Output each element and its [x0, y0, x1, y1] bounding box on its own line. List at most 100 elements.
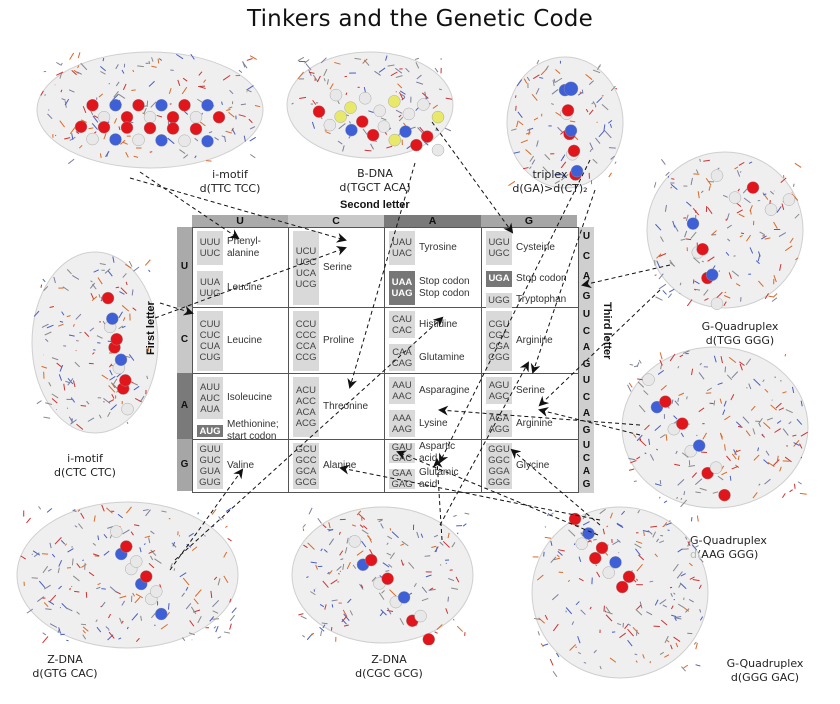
bond-stick: [725, 251, 730, 256]
bond-stick: [179, 149, 186, 154]
bond-stick: [755, 260, 760, 265]
bond-stick: [525, 132, 531, 135]
connector-arrow: [154, 246, 347, 319]
bond-stick: [701, 260, 704, 263]
bond-stick: [218, 516, 222, 521]
bond-stick: [740, 232, 745, 235]
codon: CUC: [199, 330, 221, 341]
bond-stick: [663, 522, 668, 528]
bond-stick: [118, 637, 122, 640]
bond-stick: [217, 636, 222, 639]
bond-stick: [225, 507, 232, 512]
atom-sphere: [686, 217, 700, 230]
bond-stick: [542, 643, 549, 647]
bond-stick: [638, 404, 646, 413]
bond-stick: [667, 406, 670, 409]
bond-stick: [68, 334, 75, 337]
bond-stick: [445, 608, 449, 614]
bond-stick: [191, 546, 198, 552]
bond-stick: [669, 353, 676, 362]
bond-stick: [113, 91, 119, 98]
bond-stick: [515, 105, 517, 111]
bond-stick: [599, 665, 602, 670]
bond-stick: [557, 551, 563, 556]
bond-stick: [680, 499, 688, 508]
bond-stick: [630, 460, 637, 464]
bond-stick: [447, 596, 450, 602]
codon: CGU: [488, 319, 510, 330]
codon: GUC: [199, 455, 221, 466]
bond-stick: [386, 542, 389, 546]
bond-stick: [356, 510, 362, 516]
bond-stick: [48, 381, 52, 387]
bond-stick: [151, 57, 154, 62]
bond-stick: [517, 111, 523, 118]
bond-stick: [637, 381, 645, 388]
bond-stick: [764, 478, 771, 485]
bond-stick: [398, 114, 402, 118]
bond-stick: [103, 550, 110, 556]
bond-stick: [763, 459, 770, 465]
bond-stick: [654, 483, 662, 487]
bond-stick: [221, 135, 225, 138]
bond-stick: [389, 589, 397, 597]
bond-stick: [103, 534, 108, 539]
bond-stick: [46, 508, 53, 513]
bond-stick: [249, 153, 256, 159]
bond-stick: [761, 434, 765, 438]
bond-stick: [582, 521, 590, 526]
bond-stick: [249, 136, 257, 142]
bond-stick: [389, 552, 395, 560]
bond-stick: [660, 434, 666, 439]
bond-stick: [766, 417, 773, 421]
bond-stick: [662, 604, 668, 608]
atom-sphere: [431, 110, 445, 124]
bond-stick: [762, 192, 769, 200]
bond-stick: [445, 97, 453, 100]
bond-stick: [722, 409, 726, 415]
bond-stick: [794, 213, 800, 219]
bond-stick: [348, 121, 351, 124]
bond-stick: [724, 444, 726, 451]
bond-stick: [98, 414, 102, 419]
bond-stick: [246, 58, 253, 61]
bond-stick: [542, 166, 550, 174]
bond-stick: [73, 508, 76, 512]
bond-stick: [580, 609, 586, 615]
bond-stick: [181, 86, 188, 95]
bond-stick: [90, 280, 93, 283]
bond-stick: [65, 380, 71, 384]
third-letter: U: [582, 231, 591, 242]
amino-acid-label: Tyrosine: [419, 242, 457, 253]
bond-stick: [131, 289, 134, 296]
bond-stick: [119, 595, 127, 599]
bond-stick: [106, 507, 113, 514]
bond-stick: [77, 71, 82, 75]
bond-stick: [54, 537, 62, 545]
bond-stick: [328, 538, 335, 546]
bond-stick: [695, 642, 698, 650]
bond-stick: [674, 463, 681, 466]
bond-stick: [308, 507, 313, 515]
bond-stick: [431, 545, 437, 549]
bond-stick: [92, 352, 95, 355]
bond-stick: [652, 531, 657, 538]
codon: GGG: [488, 477, 511, 488]
bond-stick: [58, 559, 63, 567]
atom-sphere: [659, 395, 672, 408]
bond-stick: [361, 529, 369, 535]
bond-stick: [249, 126, 256, 130]
codon: GCG: [295, 477, 317, 488]
atom-sphere: [388, 133, 401, 147]
bond-stick: [535, 87, 540, 95]
bond-stick: [757, 254, 761, 262]
bond-stick: [395, 109, 403, 114]
bond-stick: [609, 657, 617, 663]
bond-stick: [160, 623, 168, 630]
codon: AGG: [488, 423, 510, 435]
molecule-render: [31, 251, 159, 434]
atom-sphere: [709, 461, 723, 474]
